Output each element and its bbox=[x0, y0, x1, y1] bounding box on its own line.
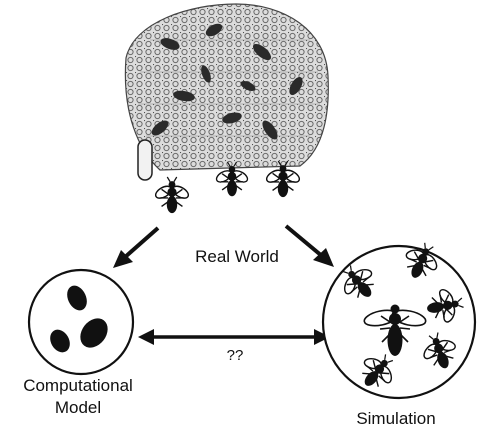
real-world-beehive-image bbox=[124, 3, 329, 214]
simulation-label: Simulation bbox=[356, 409, 435, 428]
model-blob-top bbox=[67, 285, 87, 311]
arrow-realworld-to-simulation bbox=[284, 224, 334, 267]
simulation-node bbox=[321, 236, 477, 400]
double-arrow-model-simulation bbox=[138, 329, 330, 345]
real-world-label: Real World bbox=[195, 247, 279, 266]
computational-model-label-line2: Model bbox=[55, 398, 101, 417]
model-blob-right bbox=[80, 318, 108, 348]
model-blob-left bbox=[50, 329, 70, 353]
computational-model-node bbox=[27, 268, 135, 376]
arrow-realworld-to-model bbox=[113, 226, 160, 268]
computational-model-label-line1: Computational bbox=[23, 376, 133, 395]
unknown-relation-label: ?? bbox=[227, 347, 244, 364]
